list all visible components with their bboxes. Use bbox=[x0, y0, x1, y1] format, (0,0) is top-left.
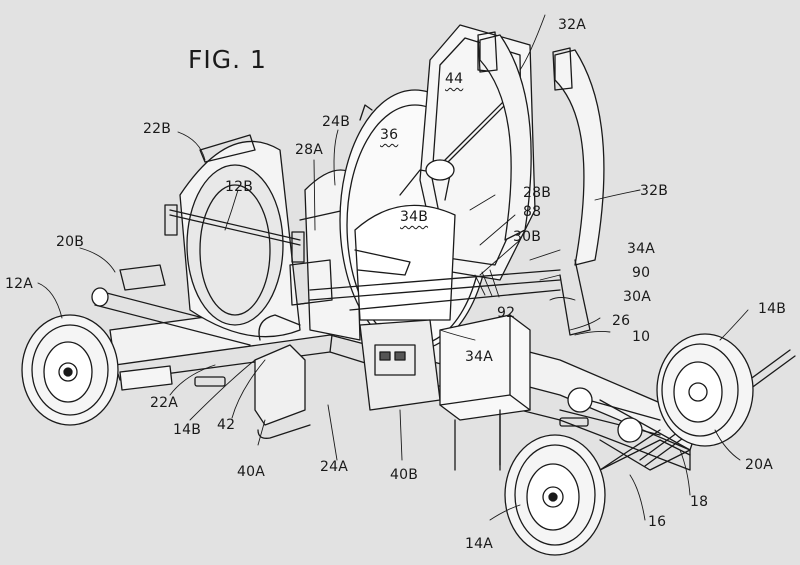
wheel-12A bbox=[21, 314, 119, 426]
ref-label-20A: 18 bbox=[690, 494, 709, 510]
figure-title: FIG. 1 bbox=[188, 45, 267, 74]
guide-rails bbox=[309, 269, 561, 311]
ref-label-44: 44 bbox=[445, 71, 464, 87]
ref-label-10: 10 bbox=[632, 329, 651, 345]
ref-label-14B-right: 14B bbox=[758, 301, 787, 317]
ref-label-14A: 14A bbox=[465, 536, 493, 552]
ref-label-38: 36 bbox=[380, 127, 399, 143]
clamp-ring-22B bbox=[164, 134, 305, 338]
ref-label-18: 20A bbox=[745, 457, 773, 473]
ref-label-26: 26 bbox=[612, 313, 631, 329]
ref-label-34A: 34A bbox=[465, 349, 493, 365]
ref-label-16: 16 bbox=[648, 514, 667, 530]
ref-label-34B: 34A bbox=[627, 241, 655, 257]
ref-label-36: 34B bbox=[400, 209, 429, 225]
ref-label-32A: 30A bbox=[623, 289, 651, 305]
ref-label-30B: 32A bbox=[558, 17, 586, 33]
ref-label-24B: 24B bbox=[322, 114, 351, 130]
ref-label-20B: 20B bbox=[56, 234, 85, 250]
wheel-14B bbox=[656, 333, 754, 447]
ref-label-28A: 28A bbox=[295, 142, 323, 158]
wheel-14A bbox=[504, 434, 606, 556]
ref-label-40A: 40A bbox=[237, 464, 265, 480]
leader-lines bbox=[37, 14, 749, 521]
ref-label-28B: 28B bbox=[523, 185, 552, 201]
clamp-jaw-32B bbox=[552, 47, 605, 336]
ref-label-30A: 30B bbox=[513, 229, 542, 245]
ref-label-12A: 12A bbox=[5, 276, 33, 292]
panel-box-34A bbox=[439, 314, 531, 471]
hydraulic-unit-40A bbox=[254, 314, 311, 439]
ref-label-42: 42 bbox=[217, 417, 236, 433]
ref-label-24A: 24A bbox=[320, 459, 348, 475]
ref-label-88: 88 bbox=[523, 204, 542, 220]
ref-label-22A: 22A bbox=[150, 395, 178, 411]
facer-36 bbox=[354, 159, 456, 321]
ref-label-32B: 32B bbox=[640, 183, 669, 199]
ref-label-92: 92 bbox=[497, 305, 516, 321]
clamp-jaw-30B bbox=[477, 31, 532, 241]
ref-label-40B: 40B bbox=[390, 467, 419, 483]
ref-label-22B: 22B bbox=[143, 121, 172, 137]
ref-label-12B: 12B bbox=[225, 179, 254, 195]
control-box-40B bbox=[359, 319, 441, 411]
ref-label-14B-left: 14B bbox=[173, 422, 202, 438]
ref-label-90: 90 bbox=[632, 265, 651, 281]
